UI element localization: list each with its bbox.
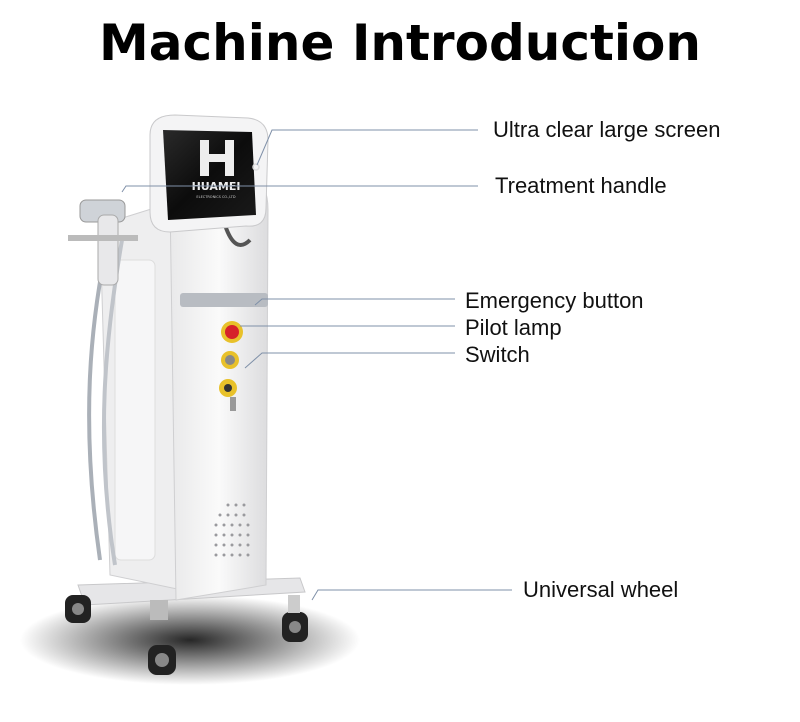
logo-h [200,140,234,176]
callout-lines [121,129,512,601]
treatment-handles [68,199,138,286]
page-title: Machine Introduction [99,14,701,72]
cabinet [169,177,269,601]
callout-pilot-lamp-label: Pilot lamp [465,315,562,340]
screen: HUAMEI ELECTRONICS CO.,LTD [149,114,269,247]
floor-shadow [20,595,360,685]
callout-wheel-label: Universal wheel [523,577,679,602]
callout-handle-label: Treatment handle [495,173,667,198]
logo-subtitle: ELECTRONICS CO.,LTD [196,195,235,199]
wheels [65,595,308,675]
callout-switch-label: Switch [465,342,530,367]
speaker-grille [214,503,250,557]
callout-emergency-label: Emergency button [465,288,644,313]
callout-screen-label: Ultra clear large screen [493,117,721,142]
handle-bar [180,293,268,307]
